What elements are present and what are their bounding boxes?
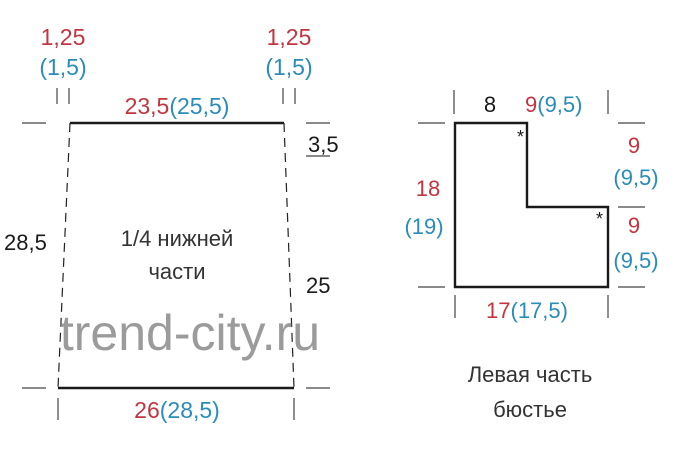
top-width-label: 23,5(25,5)	[125, 93, 230, 119]
top-left-offset-primary: 1,25	[41, 24, 86, 50]
left-height-label: 28,5	[4, 230, 47, 255]
piece-title-line2: части	[148, 259, 205, 284]
left-height-primary: 18	[416, 176, 440, 201]
top-drop-label: 3,5	[308, 132, 339, 157]
right-upper-height-secondary: (9,5)	[613, 165, 658, 190]
right-upper-height-primary: 9	[628, 133, 640, 158]
watermark: trend-city.ru	[60, 305, 320, 361]
marker-star: *	[596, 209, 603, 229]
dimension-ticks	[418, 90, 645, 318]
dimension-ticks	[22, 88, 330, 420]
top-right-width-label: 9(9,5)	[525, 92, 583, 117]
marker-star: *	[517, 127, 524, 147]
top-left-width-label: 8	[484, 92, 496, 117]
bustier-outline	[453, 121, 610, 289]
right-lower-height-secondary: (9,5)	[613, 248, 658, 273]
bottom-width-label: 17(17,5)	[486, 298, 568, 323]
right-height-label: 25	[306, 273, 330, 298]
piece-title-line1: Левая часть	[468, 362, 593, 387]
left-height-secondary: (19)	[404, 214, 443, 239]
bottom-width-label: 26(28,5)	[134, 397, 220, 423]
top-right-offset-secondary: (1,5)	[265, 54, 312, 80]
lower-piece: 1,25 (1,5) 1,25 (1,5) 23,5(25,5) 3,5 28,…	[4, 24, 339, 423]
piece-title-line2: бюстье	[493, 397, 567, 422]
piece-title-line1: 1/4 нижней	[121, 226, 234, 251]
bustier-piece: 8 9(9,5) 18 (19) 9 (9,5) 9 (9,5) 17(17,5…	[404, 90, 659, 422]
top-right-offset-primary: 1,25	[267, 24, 312, 50]
top-left-offset-secondary: (1,5)	[39, 54, 86, 80]
right-lower-height-primary: 9	[628, 213, 640, 238]
